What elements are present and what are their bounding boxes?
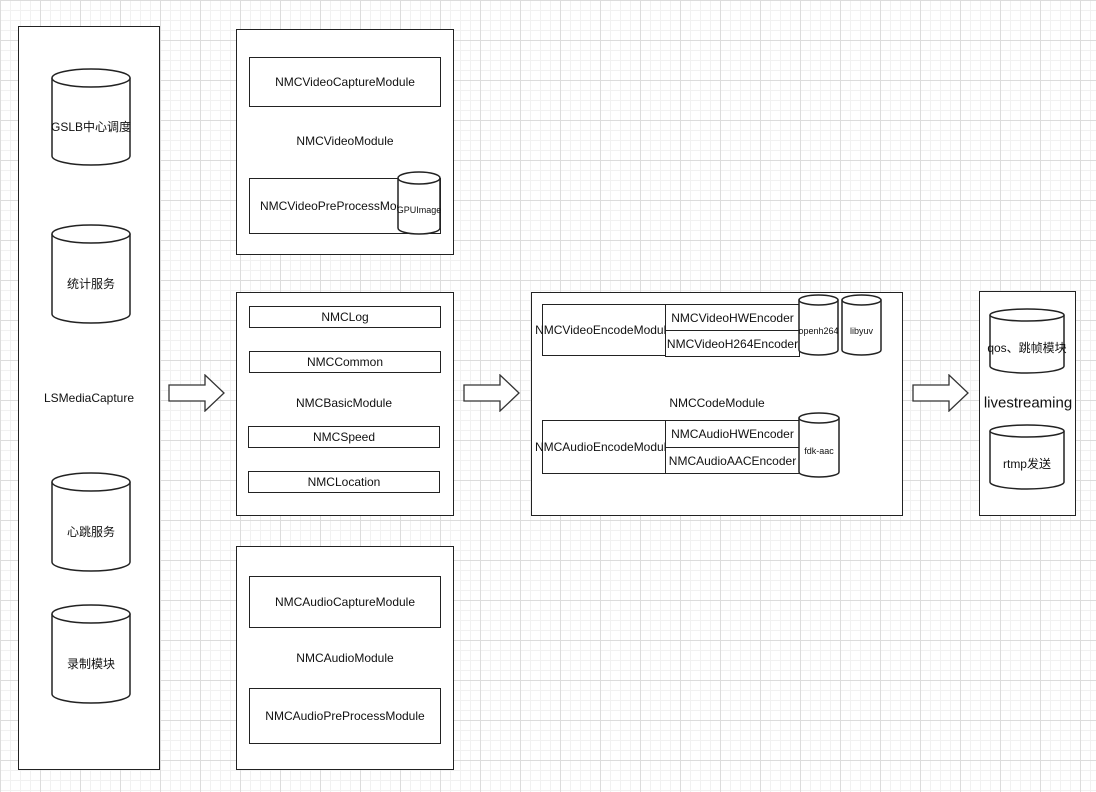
audio-module-title: NMCAudioModule — [296, 651, 394, 665]
video-h264-encoder-box: NMCVideoH264Encoder — [665, 330, 800, 357]
fdk-aac-label: fdk-aac — [804, 445, 834, 456]
arrow-right-icon — [168, 374, 226, 412]
audio-capture-module-box: NMCAudioCaptureModule — [249, 576, 441, 628]
gpuimage-cylinder: GPUImage — [397, 171, 441, 235]
heartbeat-service-label: 心跳服务 — [66, 525, 115, 539]
recording-module-cylinder: 录制模块 — [51, 604, 131, 704]
nmc-location-box: NMCLocation — [248, 471, 440, 493]
audio-encode-module-box: NMCAudioEncodeModule — [535, 420, 673, 474]
video-hw-encoder-box: NMCVideoHWEncoder — [665, 304, 800, 331]
openh264-cylinder: openh264 — [798, 294, 839, 356]
rtmp-label: rtmp发送 — [1002, 457, 1051, 471]
libyuv-cylinder: libyuv — [841, 294, 882, 356]
arrow-right-icon — [463, 374, 521, 412]
nmc-log-box: NMCLog — [249, 306, 441, 328]
stats-service-label: 统计服务 — [66, 277, 115, 291]
gslb-cylinder: GSLB中心调度 — [51, 68, 131, 166]
rtmp-cylinder: rtmp发送 — [989, 424, 1065, 490]
stats-service-cylinder: 统计服务 — [51, 224, 131, 324]
video-encode-module-box: NMCVideoEncodeModule — [535, 304, 673, 356]
audio-preprocess-module-box: NMCAudioPreProcessModule — [249, 688, 441, 744]
ls-media-capture-title: LSMediaCapture — [43, 391, 135, 405]
code-module-title: NMCCodeModule — [669, 396, 765, 410]
heartbeat-service-cylinder: 心跳服务 — [51, 472, 131, 572]
livestreaming-title: livestreaming — [983, 394, 1073, 412]
nmc-common-box: NMCCommon — [249, 351, 441, 373]
qos-cylinder: qos、跳帧模块 — [987, 308, 1067, 374]
libyuv-label: libyuv — [849, 325, 873, 336]
audio-aac-encoder-box: NMCAudioAACEncoder — [665, 447, 800, 474]
openh264-label: openh264 — [798, 325, 839, 336]
audio-hw-encoder-box: NMCAudioHWEncoder — [665, 420, 800, 448]
qos-label: qos、跳帧模块 — [987, 341, 1067, 355]
fdk-aac-cylinder: fdk-aac — [798, 412, 840, 478]
video-capture-module-box: NMCVideoCaptureModule — [249, 57, 441, 107]
arrow-right-icon — [912, 374, 970, 412]
basic-module-title: NMCBasicModule — [295, 396, 393, 410]
gpuimage-label: GPUImage — [396, 204, 442, 215]
nmc-speed-box: NMCSpeed — [248, 426, 440, 448]
recording-module-label: 录制模块 — [66, 657, 115, 671]
video-module-title: NMCVideoModule — [296, 134, 394, 148]
gslb-label: GSLB中心调度 — [50, 120, 132, 134]
